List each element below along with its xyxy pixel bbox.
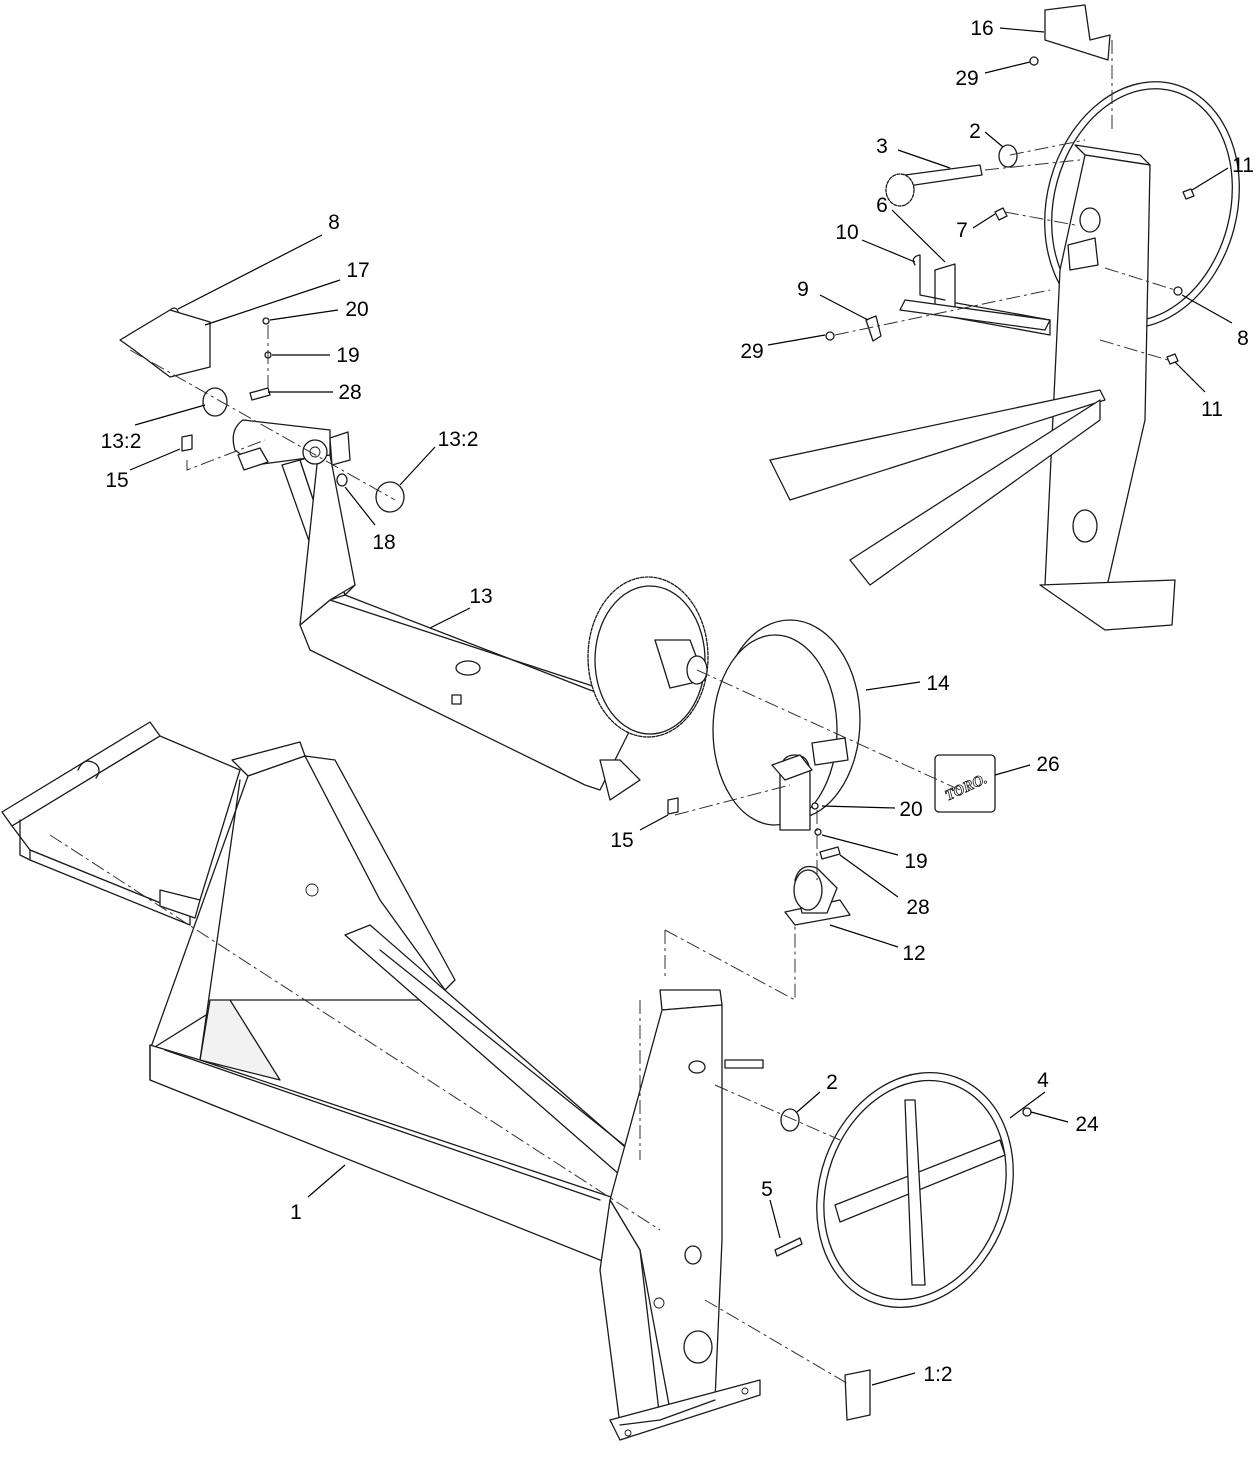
callout-9: 9 xyxy=(797,278,809,301)
callout-24: 24 xyxy=(1075,1113,1099,1136)
callout-5: 5 xyxy=(761,1178,773,1201)
drum-pulley xyxy=(712,619,861,831)
callout-11-lower: 11 xyxy=(1201,398,1223,421)
base-frame xyxy=(1,721,764,1441)
callout-labels: 16 29 2 3 11 6 7 10 9 29 8 11 8 17 20 19… xyxy=(101,17,1254,1386)
leader-lines xyxy=(129,27,1233,1386)
callout-12: 12 xyxy=(902,942,925,965)
hardware xyxy=(119,4,1195,1421)
callout-14: 14 xyxy=(926,672,950,695)
callout-10: 10 xyxy=(835,221,858,244)
callout-11-upper: 11 xyxy=(1232,154,1254,177)
callout-7: 7 xyxy=(956,219,968,242)
callout-15-upper: 15 xyxy=(105,469,128,492)
bracket-16 xyxy=(1044,4,1111,61)
callout-2-lower: 2 xyxy=(826,1071,838,1094)
callout-19-lower: 19 xyxy=(904,850,927,873)
callout-19-upper: 19 xyxy=(336,344,359,367)
callout-18: 18 xyxy=(372,531,395,554)
callout-20-upper: 20 xyxy=(345,298,368,321)
pillow-block xyxy=(784,865,851,926)
callout-29-left: 29 xyxy=(740,340,763,363)
toro-decal: TORO. xyxy=(934,754,996,813)
pinion-shaft xyxy=(904,164,983,187)
callout-29-top: 29 xyxy=(955,67,978,90)
assembled-stand-view xyxy=(769,81,1240,631)
yoke-arm xyxy=(232,419,709,801)
assembly-lines xyxy=(49,40,1176,1386)
hand-wheel xyxy=(816,1071,1014,1309)
callout-3: 3 xyxy=(876,135,888,158)
callout-8-right: 8 xyxy=(1237,327,1249,350)
callout-2-top: 2 xyxy=(969,120,981,143)
callout-1-2: 1:2 xyxy=(923,1363,952,1386)
callout-4: 4 xyxy=(1037,1069,1049,1092)
callout-8-left: 8 xyxy=(328,211,340,234)
callout-13-2-right: 13:2 xyxy=(438,428,479,451)
callout-28-lower: 28 xyxy=(906,896,929,919)
callout-20-lower: 20 xyxy=(899,798,922,821)
callout-16: 16 xyxy=(970,17,993,40)
callout-15-lower: 15 xyxy=(610,829,633,852)
callout-28-upper: 28 xyxy=(338,381,361,404)
callout-13: 13 xyxy=(469,585,492,608)
callout-17: 17 xyxy=(346,259,369,282)
callout-13-2-left: 13:2 xyxy=(101,430,142,453)
callout-6: 6 xyxy=(876,194,888,217)
callout-1: 1 xyxy=(290,1201,302,1224)
callout-26: 26 xyxy=(1036,753,1059,776)
